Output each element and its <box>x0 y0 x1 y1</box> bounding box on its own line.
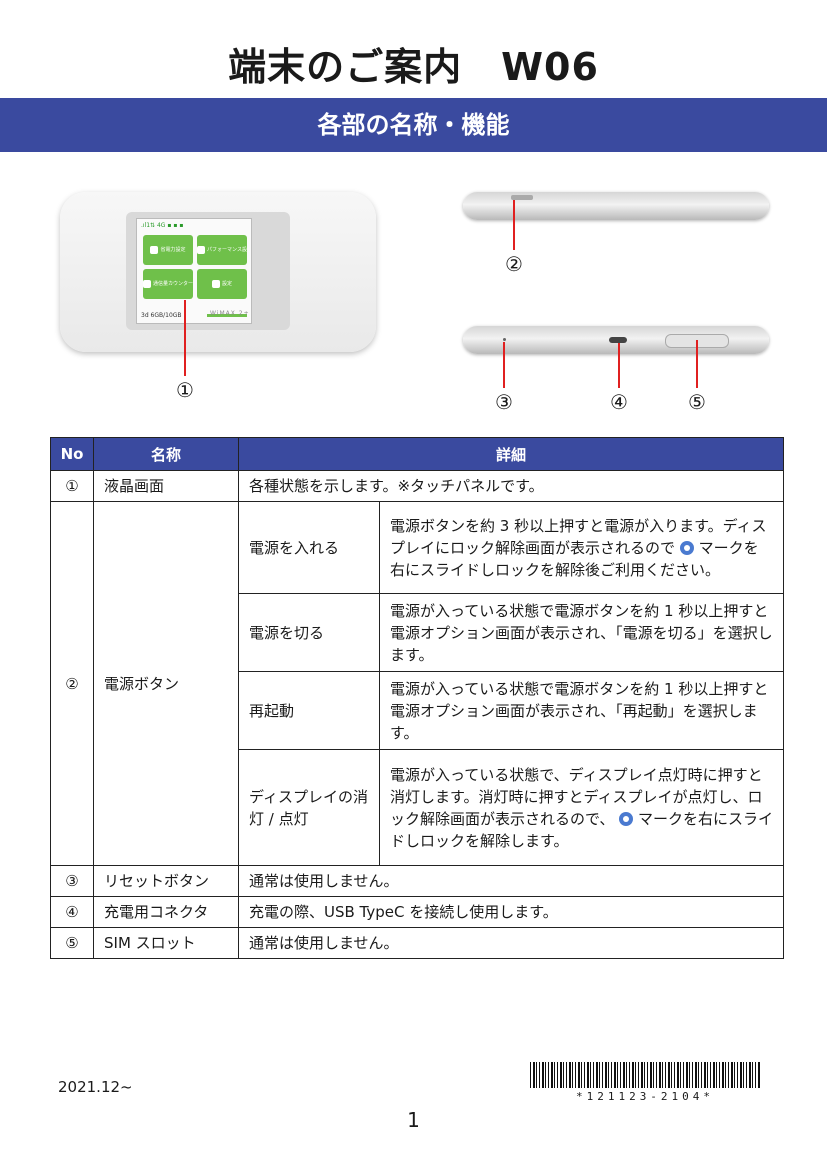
row-number: ⑤ <box>50 927 94 959</box>
sub-label: ディスプレイの消灯 / 点灯 <box>238 749 380 866</box>
tile-power-saving: 省電力設定 <box>143 235 193 265</box>
sub-label: 電源を切る <box>238 593 380 672</box>
sub-detail: 電源ボタンを約 3 秒以上押すと電源が入ります。ディスプレイにロック解除画面が表… <box>379 501 784 594</box>
device-front-image: .ıl1⇅ 4G ▪ ▪ ▪ 省電力設定 パフォーマンス設定 通信量カウンター … <box>60 192 376 352</box>
leader-line-4 <box>618 343 620 388</box>
chart-icon <box>143 279 151 288</box>
barcode-text: *121123-2104* <box>575 1090 715 1103</box>
header-name: 名称 <box>93 437 239 471</box>
row-number: ② <box>50 501 94 866</box>
tile-performance: パフォーマンス設定 <box>197 235 247 283</box>
tile-settings: 設定 <box>197 269 247 299</box>
gauge-icon <box>197 245 206 254</box>
row-detail: 通常は使用しません。 <box>238 865 784 897</box>
lock-slider-icon <box>679 541 694 555</box>
row-number: ③ <box>50 865 94 897</box>
table-row: ② 電源ボタン 電源を入れる 電源ボタンを約 3 秒以上押すと電源が入ります。デ… <box>50 501 784 866</box>
row-name: 液晶画面 <box>93 470 239 502</box>
reset-hole <box>503 338 506 341</box>
header-no: No <box>50 437 94 471</box>
parts-table: No 名称 詳細 ① 液晶画面 各種状態を示します。※タッチパネルです。 ② 電… <box>50 437 784 959</box>
status-bar: .ıl1⇅ 4G ▪ ▪ ▪ <box>141 222 184 229</box>
page-title: 端末のご案内 W06 <box>228 45 599 89</box>
table-row: ③ リセットボタン 通常は使用しません。 <box>50 865 784 897</box>
callout-3: ③ <box>495 390 513 414</box>
section-heading: 各部の名称・機能 <box>0 98 827 152</box>
power-button-part <box>511 195 533 200</box>
sub-label: 電源を入れる <box>238 501 380 594</box>
callout-2: ② <box>505 252 523 276</box>
row-name: 充電用コネクタ <box>93 896 239 928</box>
row-detail: 通常は使用しません。 <box>238 927 784 959</box>
table-row: ① 液晶画面 各種状態を示します。※タッチパネルです。 <box>50 470 784 502</box>
sub-detail: 電源が入っている状態で電源ボタンを約 1 秒以上押すと電源オプション画面が表示さ… <box>379 671 784 750</box>
device-bottom-view <box>463 326 769 354</box>
usage-bar <box>207 314 247 317</box>
row-number: ① <box>50 470 94 502</box>
usb-port <box>609 337 627 343</box>
leader-line-3 <box>503 342 505 388</box>
data-usage: 3d 6GB/10GB <box>141 312 182 319</box>
table-row: 電源を切る 電源が入っている状態で電源ボタンを約 1 秒以上押すと電源オプション… <box>51 593 784 672</box>
page-number: 1 <box>407 1108 420 1132</box>
row-name: リセットボタン <box>93 865 239 897</box>
leader-line-1 <box>184 300 186 376</box>
lcd-screen: .ıl1⇅ 4G ▪ ▪ ▪ 省電力設定 パフォーマンス設定 通信量カウンター … <box>136 218 252 324</box>
sub-detail: 電源が入っている状態で、ディスプレイ点灯時に押すと消灯します。消灯時に押すとディ… <box>379 749 784 866</box>
leader-line-2 <box>513 200 515 250</box>
barcode <box>530 1062 760 1088</box>
row-name: 電源ボタン <box>93 501 239 866</box>
callout-1: ① <box>176 378 194 402</box>
sub-detail: 電源が入っている状態で電源ボタンを約 1 秒以上押すと電源オプション画面が表示さ… <box>379 593 784 672</box>
table-row: ⑤ SIM スロット 通常は使用しません。 <box>50 927 784 959</box>
callout-5: ⑤ <box>688 390 706 414</box>
table-row: 再起動 電源が入っている状態で電源ボタンを約 1 秒以上押すと電源オプション画面… <box>51 671 784 750</box>
header-detail: 詳細 <box>238 437 784 471</box>
screen-bezel: .ıl1⇅ 4G ▪ ▪ ▪ 省電力設定 パフォーマンス設定 通信量カウンター … <box>126 212 290 330</box>
brand-logo: WiMAX 2+ <box>210 310 250 317</box>
device-top-view <box>463 192 769 220</box>
gear-icon <box>211 279 220 288</box>
issue-date: 2021.12~ <box>58 1078 133 1096</box>
callout-4: ④ <box>610 390 628 414</box>
row-detail: 各種状態を示します。※タッチパネルです。 <box>238 470 784 502</box>
lock-slider-icon <box>619 812 634 826</box>
table-row: ④ 充電用コネクタ 充電の際、USB TypeC を接続し使用します。 <box>50 896 784 928</box>
row-number: ④ <box>50 896 94 928</box>
battery-icon <box>150 245 159 254</box>
tile-data-counter: 通信量カウンター <box>143 269 193 299</box>
table-row: ディスプレイの消灯 / 点灯 電源が入っている状態で、ディスプレイ点灯時に押すと… <box>51 749 784 866</box>
table-header-row: No 名称 詳細 <box>50 437 784 471</box>
row-detail: 充電の際、USB TypeC を接続し使用します。 <box>238 896 784 928</box>
leader-line-5 <box>696 340 698 388</box>
row-name: SIM スロット <box>93 927 239 959</box>
sub-label: 再起動 <box>238 671 380 750</box>
